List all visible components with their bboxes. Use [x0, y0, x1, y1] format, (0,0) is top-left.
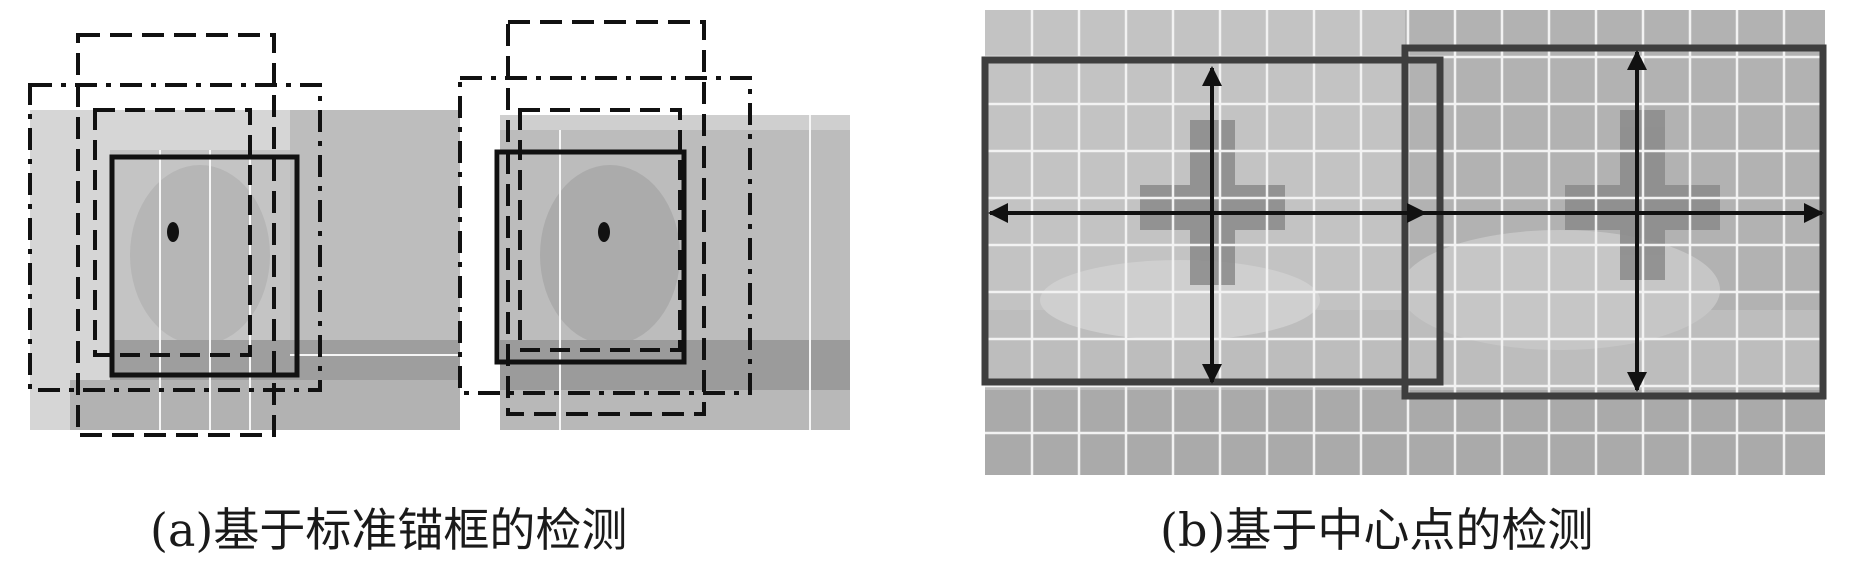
- anchor-box-medium-2: [518, 108, 682, 352]
- panel-a-anchor-based: [28, 20, 850, 437]
- panel-a-grid-lines: [159, 115, 811, 430]
- anchor-box-tall: [76, 33, 276, 437]
- panel-b-center-based: [981, 10, 1827, 475]
- ground-truth-box-1: [109, 154, 300, 378]
- anchor-boxes-group-1: [28, 33, 322, 437]
- anchor-box-tall-2: [506, 20, 706, 416]
- ground-truth-box-2: [494, 149, 687, 365]
- anchor-box-medium: [93, 108, 252, 357]
- anchor-boxes-group-2: [458, 20, 752, 416]
- anchor-center-dot-2: [598, 222, 610, 242]
- anchor-box-wide: [28, 83, 322, 392]
- size-arrows-object-2: [1425, 50, 1824, 392]
- caption-center-based: (b)基于中心点的检测: [1160, 503, 1594, 557]
- size-arrows-object-1: [988, 66, 1427, 384]
- caption-anchor-based: (a)基于标准锚框的检测: [150, 503, 628, 557]
- anchor-box-wide-2: [458, 76, 752, 395]
- anchor-center-dot-1: [167, 222, 179, 242]
